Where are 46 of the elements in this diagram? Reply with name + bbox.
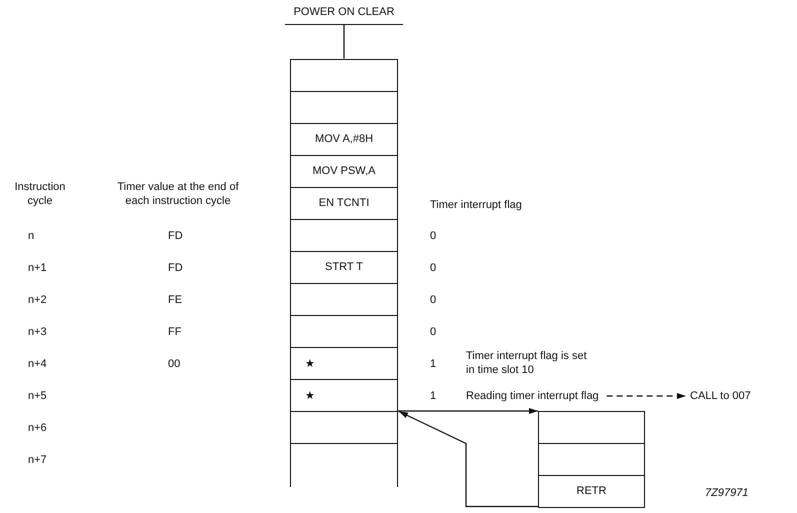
- memory-cell: [290, 410, 398, 444]
- cycle-label: n: [28, 229, 36, 243]
- column-header: Instruction cycle: [14, 180, 66, 208]
- annotation-text: Reading timer interrupt flag: [466, 389, 599, 403]
- flag-value: 1: [430, 389, 438, 403]
- timer-value: FD: [168, 261, 184, 275]
- arrow: [398, 408, 538, 414]
- flag-value: 0: [430, 261, 438, 275]
- cycle-label: n+4: [28, 357, 48, 371]
- column-header: Timer interrupt flag: [430, 198, 523, 212]
- memory-cell: [538, 410, 645, 444]
- memory-cell: [290, 218, 398, 252]
- cycle-label: n+1: [28, 261, 48, 275]
- cycle-label: n+2: [28, 293, 48, 307]
- memory-cell: MOV A,#8H: [290, 122, 398, 156]
- memory-cell: [290, 282, 398, 316]
- memory-cell: [290, 90, 398, 124]
- flag-value: 0: [430, 229, 438, 243]
- timer-value: 00: [168, 357, 182, 371]
- flag-value: 0: [430, 293, 438, 307]
- signal-label: POWER ON CLEAR: [285, 6, 403, 25]
- memory-cell: MOV PSW,A: [290, 154, 398, 188]
- timer-value: FF: [168, 325, 182, 339]
- cycle-label: n+5: [28, 389, 48, 403]
- flag-value: 0: [430, 325, 438, 339]
- timer-value: FD: [168, 229, 184, 243]
- arrow: [606, 393, 686, 399]
- arrow: [398, 410, 538, 508]
- note-text: Timer interrupt flag is set in time slot 10: [466, 349, 588, 377]
- memory-cell: [538, 442, 645, 476]
- cycle-label: n+7: [28, 453, 48, 467]
- cycle-label: n+6: [28, 421, 48, 435]
- timer-value: FE: [168, 293, 184, 307]
- connector-line: [343, 25, 345, 58]
- figure-code: 7Z97971: [705, 486, 750, 500]
- flag-value: 1: [430, 357, 438, 371]
- memory-cell: [290, 58, 398, 92]
- memory-cell: STRT T: [290, 250, 398, 284]
- memory-cell: [290, 314, 398, 348]
- cycle-label: n+3: [28, 325, 48, 339]
- memory-cell: EN TCNTI: [290, 186, 398, 220]
- memory-cell: [290, 442, 398, 486]
- memory-cell: RETR: [538, 474, 645, 508]
- column-header: Timer value at the end of each instruction cycle: [116, 180, 240, 208]
- memory-cell: ★: [290, 378, 398, 412]
- memory-cell: ★: [290, 346, 398, 380]
